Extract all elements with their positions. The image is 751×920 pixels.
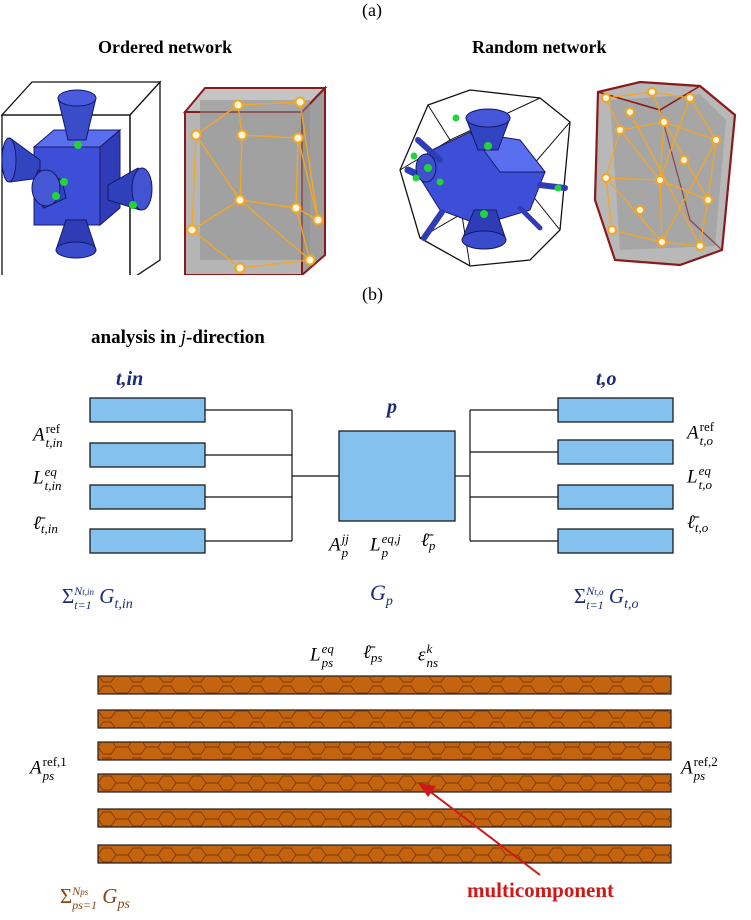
left-throat-tube bbox=[89, 484, 206, 510]
right-group-title: t,o bbox=[596, 368, 617, 390]
pore-solid-strips bbox=[97, 675, 672, 864]
panel-b-label: (b) bbox=[362, 284, 383, 304]
analysis-heading-suffix: -direction bbox=[186, 327, 265, 348]
left-group-title: t,in bbox=[116, 368, 144, 390]
center-group-title: p bbox=[387, 396, 397, 418]
ordered-network-title: Ordered network bbox=[98, 37, 233, 57]
right-throat-tube bbox=[557, 439, 674, 465]
multicomponent-arrow bbox=[418, 783, 541, 876]
center-sum-label: Gp bbox=[370, 580, 393, 609]
random-pore-model bbox=[399, 89, 571, 267]
analysis-heading: analysis in j-direction bbox=[91, 327, 265, 349]
left-throat-tube bbox=[89, 442, 206, 468]
ordered-pore-model bbox=[0, 80, 162, 275]
right-throat-tube bbox=[557, 528, 674, 554]
analysis-heading-var: j bbox=[180, 327, 187, 348]
left-throat-tube bbox=[89, 397, 206, 423]
random-graph-model bbox=[593, 80, 737, 267]
pore-body-box bbox=[338, 430, 456, 522]
ordered-graph-model bbox=[182, 85, 328, 275]
multicomponent-annotation: multicomponent bbox=[467, 878, 614, 902]
right-throat-tube bbox=[557, 484, 674, 510]
ps-label-lbar: ℓ̄ps bbox=[363, 642, 383, 665]
random-network-title: Random network bbox=[472, 37, 607, 57]
center-label-lbar: ℓ̄p bbox=[421, 530, 436, 553]
left-label-lbar: ℓ̄t,in bbox=[33, 513, 58, 536]
right-throat-tube bbox=[557, 397, 674, 423]
right-throat-tubes bbox=[557, 397, 674, 554]
right-label-lbar: ℓ̄t,o bbox=[687, 512, 709, 535]
left-throat-tubes bbox=[89, 397, 206, 554]
analysis-heading-prefix: analysis in bbox=[91, 327, 181, 348]
network-illustrations bbox=[0, 80, 737, 275]
left-throat-tube bbox=[89, 528, 206, 554]
panel-a-label: (a) bbox=[362, 0, 382, 20]
